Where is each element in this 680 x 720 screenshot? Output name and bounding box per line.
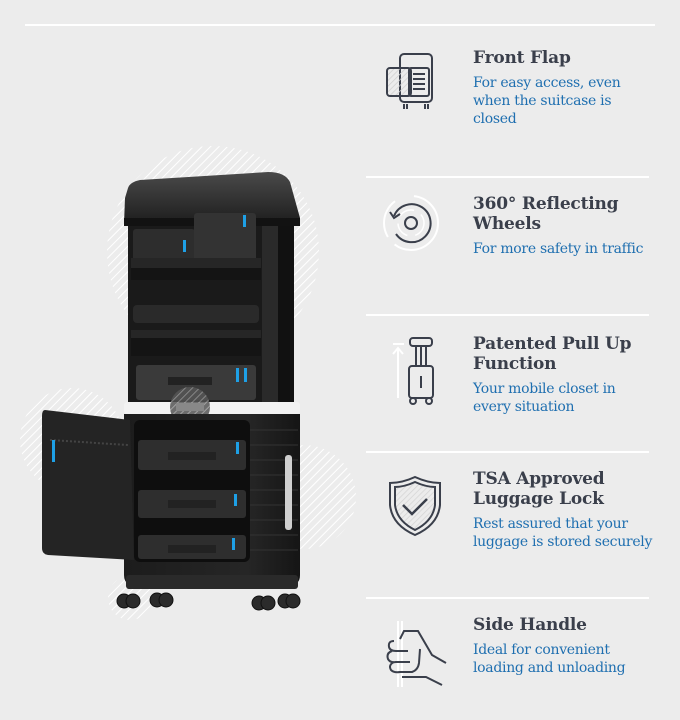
feature-description: For more safety in traffic	[473, 241, 644, 257]
feature-wheels: 360° Reflecting Wheels For more safety i…	[366, 176, 650, 314]
feature-pull-up: Patented Pull Up Function Your mobile cl…	[366, 314, 650, 451]
pull-up-suitcase-icon	[392, 336, 438, 412]
feature-description: Rest assured that your luggage is stored…	[473, 516, 653, 550]
product-image	[20, 146, 356, 620]
feature-divider	[366, 597, 649, 599]
feature-title: Side Handle	[473, 615, 587, 635]
feature-title: TSA Approved Luggage Lock	[473, 469, 605, 509]
feature-title: Patented Pull Up Function	[473, 334, 632, 374]
feature-tsa-lock: TSA Approved Luggage Lock Rest assured t…	[366, 451, 653, 597]
feature-divider	[366, 176, 649, 178]
feature-title: Front Flap	[473, 48, 571, 68]
feature-title: 360° Reflecting Wheels	[473, 194, 619, 234]
suitcase-illustration	[20, 146, 356, 620]
shield-check-icon	[388, 475, 442, 541]
feature-divider	[366, 451, 649, 453]
feature-side-handle: Side Handle Ideal for convenient loading…	[366, 597, 650, 720]
top-divider	[25, 24, 655, 26]
feature-description: For easy access, even when the suitcase …	[473, 75, 621, 127]
wheel-rotation-icon	[382, 194, 440, 256]
hand-grip-icon	[386, 619, 450, 693]
feature-description: Your mobile closet in every situation	[473, 381, 616, 415]
feature-front-flap: Front Flap For easy access, even when th…	[366, 26, 650, 176]
feature-divider	[366, 314, 649, 316]
front-flap-icon	[382, 52, 438, 114]
feature-description: Ideal for convenient loading and unloadi…	[473, 642, 626, 676]
